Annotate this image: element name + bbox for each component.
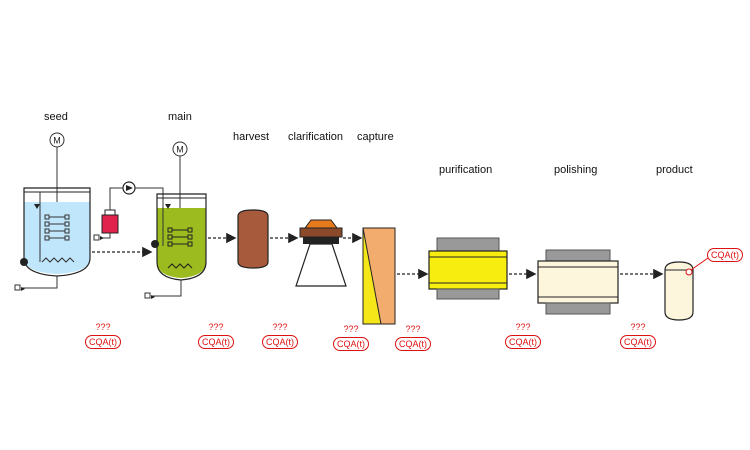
cqa-label: CQA(t) (198, 335, 234, 349)
cqa-unknown-label: ??? (405, 324, 421, 334)
stage-label-capture: capture (357, 131, 394, 143)
seed-drain-pipe (22, 276, 58, 289)
purification-top-cap (436, 237, 500, 252)
feed-bottle-cap (104, 209, 116, 216)
cqa-unknown-label: ??? (208, 322, 224, 332)
capture-column-divider (362, 227, 382, 325)
cqa-marker-main-harvest: ??? CQA(t) (196, 322, 236, 350)
feed-pump-arrow-icon (126, 185, 133, 191)
polishing-bottom-cap (545, 302, 611, 315)
seed-drain-flag-icon (21, 287, 25, 291)
feed-line-left (109, 187, 123, 210)
polishing-unit (537, 249, 619, 315)
main-vessel-outline (156, 193, 207, 281)
cqa-unknown-label: ??? (95, 322, 111, 332)
product-vessel-body (664, 261, 694, 321)
clarification-band (303, 237, 339, 244)
stage-label-clarification: clarification (288, 131, 344, 143)
clarification-centrifuge (295, 219, 347, 287)
product-sensor-icon (685, 268, 693, 276)
capture-column-orange (363, 228, 395, 324)
cqa-unknown-label: ??? (630, 322, 646, 332)
feed-valve-icon (93, 234, 100, 241)
seed-sparger (41, 257, 75, 263)
feed-flag-icon (100, 236, 104, 240)
cqa-marker-seed-main: ??? CQA(t) (83, 322, 123, 350)
stage-label-seed: seed (44, 111, 68, 123)
stage-label-harvest: harvest (233, 131, 270, 143)
cqa-product-sensor-label: CQA(t) (707, 248, 743, 262)
purification-bottom-cap (436, 288, 500, 300)
stage-label-product: product (656, 164, 693, 176)
feed-bottle (101, 214, 119, 234)
seed-drain-valve-icon (14, 284, 21, 291)
clarification-middle (299, 227, 343, 238)
harvest-vessel (237, 209, 269, 269)
main-motor-symbol: M (176, 145, 184, 155)
main-impeller (167, 227, 193, 247)
cqa-unknown-label: ??? (343, 324, 359, 334)
cqa-marker-harvest-clarification: ??? CQA(t) (260, 322, 300, 350)
main-level-icon (165, 204, 171, 209)
main-vessel-liquid (157, 208, 206, 278)
polishing-top-cap (545, 249, 611, 262)
main-drain-flag-icon (151, 295, 155, 299)
cqa-label: CQA(t) (620, 335, 656, 349)
seed-motor-symbol: M (53, 136, 61, 146)
clarification-top-cone (304, 219, 338, 229)
feed-line-right (135, 187, 164, 207)
stage-label-purification: purification (439, 164, 493, 176)
product-sensor-lead (690, 257, 709, 271)
cqa-label: CQA(t) (85, 335, 121, 349)
main-drain-pipe (152, 280, 182, 297)
cqa-label: CQA(t) (262, 335, 298, 349)
product-vessel (664, 257, 709, 321)
main-sparger (167, 263, 193, 269)
capture-column (362, 227, 396, 325)
cqa-unknown-label: ??? (515, 322, 531, 332)
feed-system (93, 181, 164, 241)
seed-level-icon (34, 204, 40, 209)
main-inlet-port (151, 240, 159, 248)
cqa-marker-purification-polishing: ??? CQA(t) (503, 322, 543, 350)
stage-label-polishing: polishing (554, 164, 598, 176)
polishing-core (537, 260, 619, 304)
cqa-marker-capture-purification: ??? CQA(t) (393, 324, 433, 352)
cqa-label: CQA(t) (333, 337, 369, 351)
flow-connectors (92, 232, 664, 280)
main-drain-valve-icon (144, 292, 151, 299)
clarification-base (295, 243, 347, 287)
purification-unit (428, 237, 508, 300)
seed-bioreactor: M (14, 132, 91, 291)
cqa-unknown-label: ??? (272, 322, 288, 332)
seed-inlet-port (20, 258, 28, 266)
cqa-marker-polishing-product: ??? CQA(t) (618, 322, 658, 350)
stage-label-main: main (168, 111, 192, 123)
cqa-marker-clarification-capture: ??? CQA(t) (331, 324, 371, 352)
cqa-label: CQA(t) (505, 335, 541, 349)
harvest-vessel-body (237, 209, 269, 269)
seed-impeller (44, 214, 70, 241)
cqa-label: CQA(t) (395, 337, 431, 351)
main-bioreactor: M (144, 141, 207, 299)
capture-column-outline (362, 227, 396, 325)
